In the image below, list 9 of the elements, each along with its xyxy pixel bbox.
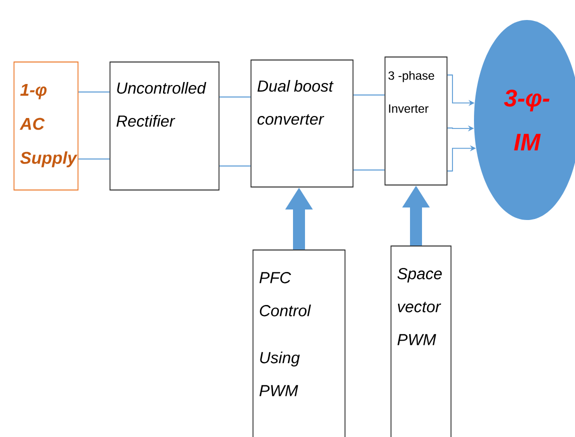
process-box: Space vector PWM [390, 246, 452, 437]
connector-line [78, 158, 110, 160]
connector-line [353, 94, 385, 96]
process-box: PFC Control Using PWM [252, 250, 346, 437]
process-box: Uncontrolled Rectifier [110, 62, 220, 190]
process-box: Dual boost converter [250, 60, 354, 188]
connector-line [219, 96, 251, 98]
source-box: 1-φ AC Supply [14, 62, 78, 190]
process-box: 3 -phase Inverter [384, 56, 448, 186]
